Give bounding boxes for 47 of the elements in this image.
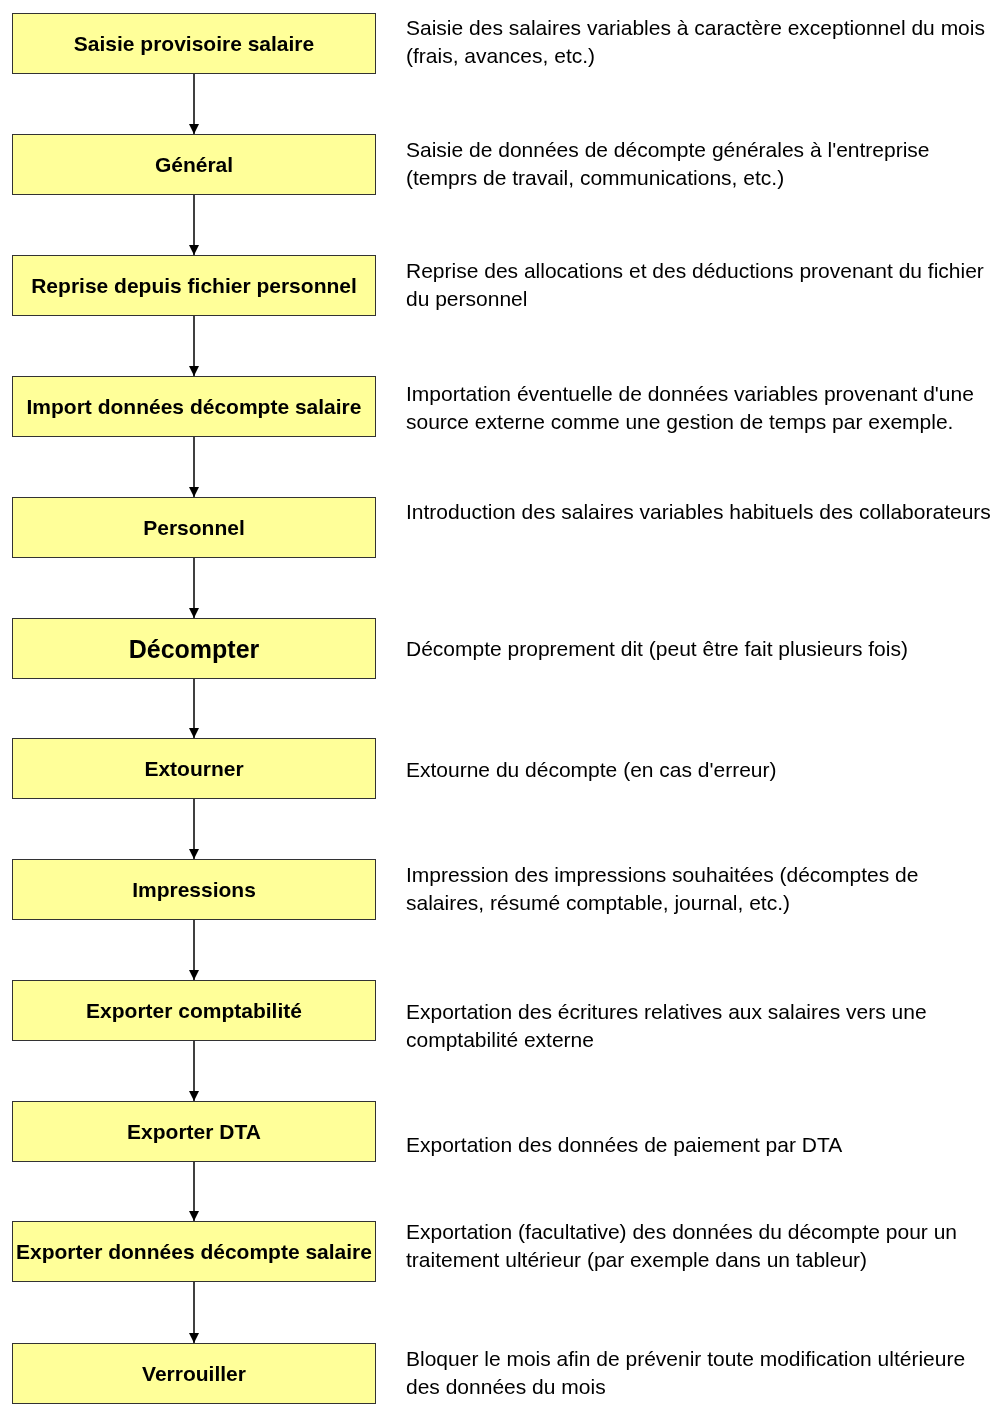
arrow (189, 315, 199, 377)
process-box (12, 1343, 376, 1404)
arrow (189, 557, 199, 619)
step-label: Exporter DTA (127, 1118, 261, 1145)
arrow (189, 1161, 199, 1222)
step-description: Reprise des allocations et des déductions provenant du fichier du personnel (406, 258, 985, 312)
process-box (12, 255, 376, 316)
step-label: Exporter comptabilité (86, 997, 302, 1024)
step-description: Importation éventuelle de données variables provenant d'une source externe comme une gestion de temps par exemple. (406, 381, 975, 435)
process-box (12, 376, 376, 437)
process-box (12, 1101, 376, 1162)
arrow (189, 919, 199, 981)
step-label: Reprise depuis fichier personnel (31, 272, 357, 299)
step-description: Exportation des écritures relatives aux salaires vers une comptabilité externe (406, 999, 928, 1053)
step-label: Personnel (143, 514, 245, 541)
step-description: Saisie de données de décompte générales à l'entreprise (temprs de travail, communications, etc.) (406, 137, 931, 191)
step-description: Exportation des données de paiement par DTA (406, 1132, 844, 1158)
process-box (12, 497, 376, 558)
process-box (12, 134, 376, 195)
step-description: Bloquer le mois afin de prévenir toute modification ultérieure des données du mois (406, 1346, 967, 1400)
process-box (12, 738, 376, 799)
step-label: Impressions (132, 876, 256, 903)
step-label: Décompter (128, 634, 260, 663)
step-description: Extourne du décompte (en cas d'erreur) (406, 757, 778, 783)
arrow (189, 1040, 199, 1102)
step-description: Impression des impressions souhaitées (décomptes de salaires, résumé comptable, journal, etc.) (406, 862, 920, 916)
step-label: Import données décompte salaire (26, 393, 362, 420)
step-label: Verrouiller (142, 1360, 246, 1387)
process-box (12, 980, 376, 1041)
step-description: Introduction des salaires variables habituels des collaborateurs (406, 499, 992, 525)
step-description: Exportation (facultative) des données du décompte pour un traitement ultérieur (par exemple dans un tableur) (406, 1219, 958, 1273)
step-label: Exporter données décompte salaire (16, 1238, 372, 1265)
process-box (12, 1221, 376, 1282)
process-box (12, 13, 376, 74)
arrow (189, 73, 199, 135)
arrow (189, 798, 199, 860)
arrow (189, 1281, 199, 1344)
step-description: Saisie des salaires variables à caractère exceptionnel du mois (frais, avances, etc.) (406, 15, 986, 69)
step-description: Décompte proprement dit (peut être fait plusieurs fois) (406, 636, 909, 662)
process-box (12, 859, 376, 920)
step-label: Saisie provisoire salaire (73, 30, 315, 57)
step-label: Général (154, 151, 234, 178)
arrow (189, 194, 199, 256)
step-label: Extourner (144, 755, 244, 782)
process-box (12, 618, 376, 679)
arrow (189, 436, 199, 498)
arrow (189, 678, 199, 739)
